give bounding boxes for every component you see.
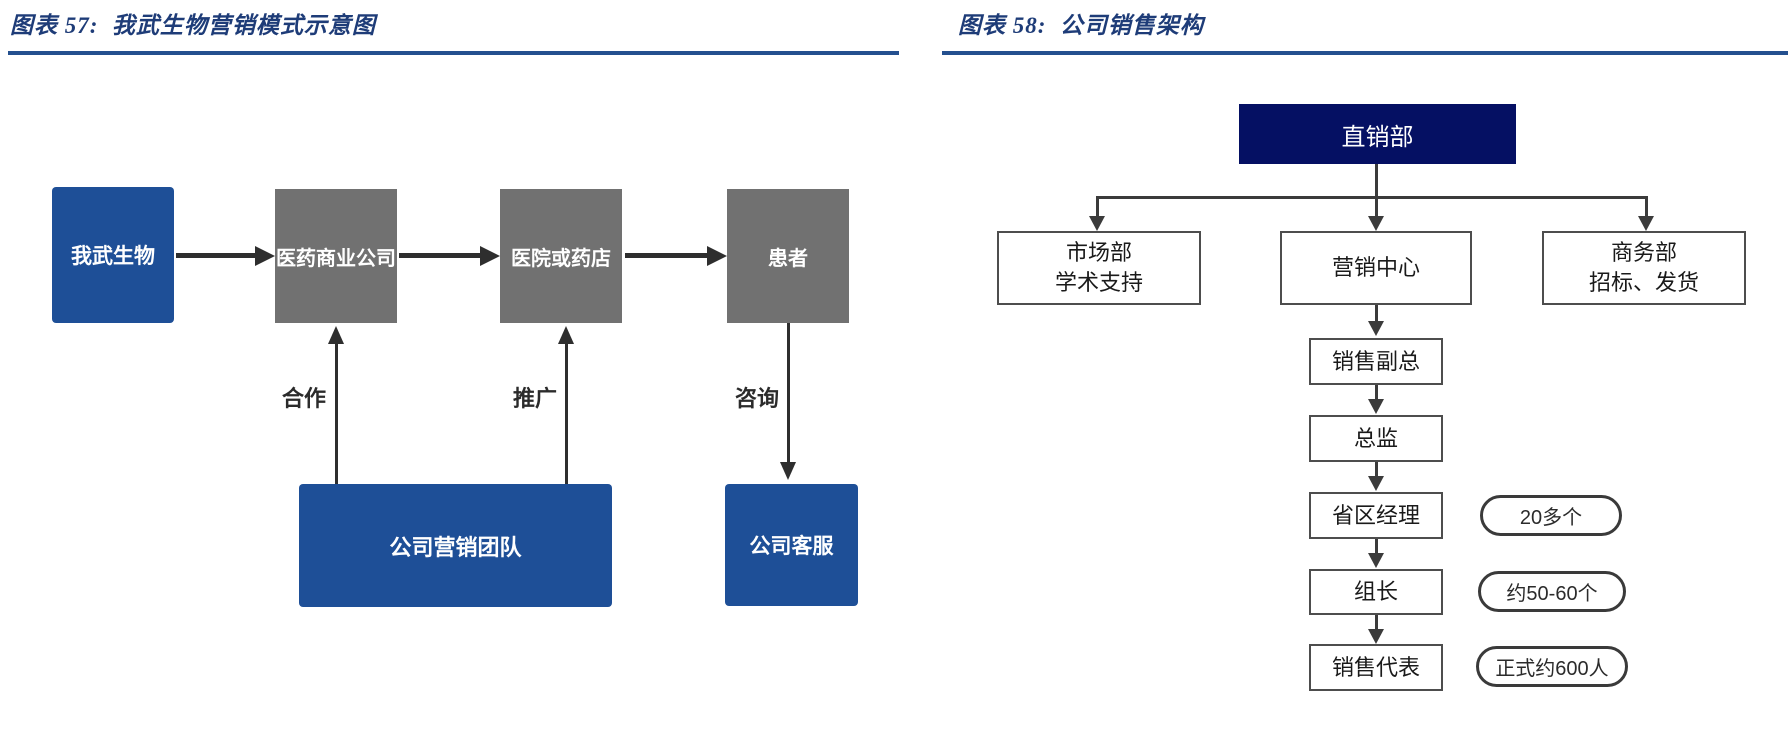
branch-label-line1: 市场部	[1065, 240, 1132, 266]
org-branch-business-dept: 商务部 招标、发货	[1542, 231, 1746, 305]
arrow-down-icon	[1089, 216, 1105, 231]
node-distributor: 医药商业公司	[275, 189, 397, 323]
edge-label-consultation: 咨询	[734, 386, 779, 411]
branch-label-line1: 营销中心	[1331, 255, 1420, 281]
right-title-rule	[942, 51, 1788, 55]
arrow-down-icon	[1638, 216, 1654, 231]
org-node-province-manager: 省区经理	[1309, 492, 1443, 539]
org-node-director: 总监	[1309, 415, 1443, 462]
left-chart-title: 图表 57: 我武生物营销模式示意图	[10, 13, 376, 38]
pill-team-leader-count: 约50-60个	[1478, 571, 1626, 612]
edge-label-cooperation: 合作	[281, 386, 326, 411]
arrow-right-icon	[255, 246, 275, 266]
arrow-down-icon	[780, 462, 796, 480]
arrow-down-icon	[1368, 321, 1384, 336]
arrow-right-icon	[480, 246, 500, 266]
org-branch-market-dept: 市场部 学术支持	[997, 231, 1201, 305]
org-node-team-leader: 组长	[1309, 569, 1443, 615]
branch-label-line1: 商务部	[1610, 240, 1677, 266]
org-root-node: 直销部	[1239, 104, 1516, 164]
arrow-down-icon	[1368, 553, 1384, 568]
branch-label-line2: 学术支持	[1054, 270, 1143, 295]
arrow-down-icon	[1368, 476, 1384, 491]
node-patient: 患者	[727, 189, 849, 323]
arrow-up-icon	[558, 326, 574, 344]
branch-label-line2: 招标、发货	[1588, 270, 1699, 295]
node-marketing-team: 公司营销团队	[299, 484, 612, 607]
node-customer-service: 公司客服	[725, 484, 858, 606]
edge-label-promotion: 推广	[512, 386, 557, 411]
arrow-down-icon	[1368, 629, 1384, 644]
arrow-down-icon	[1368, 399, 1384, 414]
arrow-right-icon	[707, 246, 727, 266]
org-node-sales-vp: 销售副总	[1309, 338, 1443, 385]
node-hospital: 医院或药店	[500, 189, 622, 323]
right-chart-title: 图表 58: 公司销售架构	[958, 13, 1204, 38]
pill-province-manager-count: 20多个	[1480, 495, 1622, 536]
arrow-up-icon	[328, 326, 344, 344]
org-node-sales-rep: 销售代表	[1309, 644, 1443, 691]
left-title-rule	[8, 51, 899, 55]
org-branch-marketing-center: 营销中心	[1280, 231, 1472, 305]
arrow-down-icon	[1368, 216, 1384, 231]
pill-sales-rep-count: 正式约600人	[1476, 646, 1628, 687]
node-company: 我武生物	[52, 187, 174, 323]
